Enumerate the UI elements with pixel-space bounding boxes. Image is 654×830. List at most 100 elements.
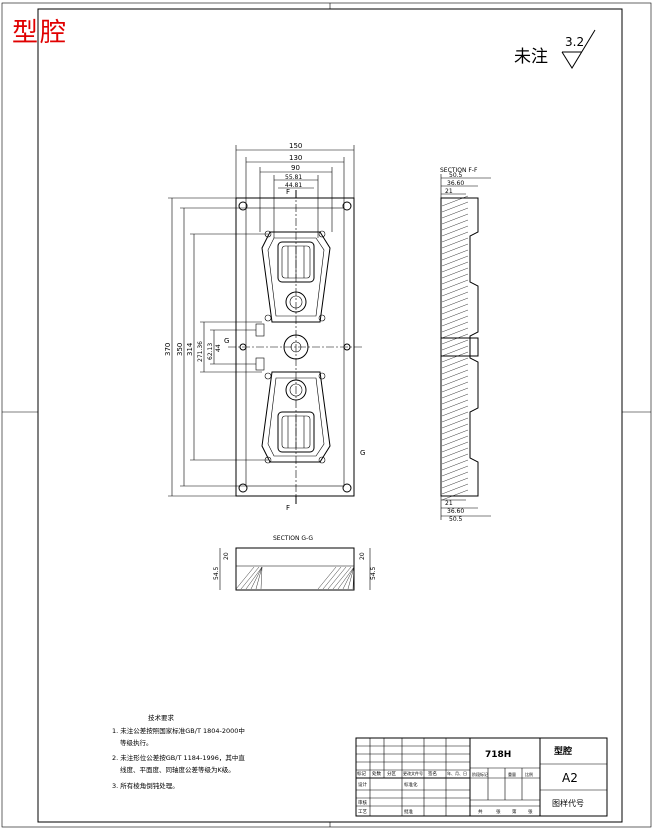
hatch-line bbox=[441, 423, 469, 435]
hatch-line bbox=[250, 566, 263, 590]
hatch-line bbox=[441, 459, 469, 471]
hatch-line bbox=[441, 393, 469, 405]
gg-dim-right: 54.5 bbox=[370, 566, 377, 580]
hatch-line bbox=[441, 363, 469, 375]
tb-sheet-label: 共 bbox=[478, 808, 483, 815]
tb-row-label: 标记 bbox=[357, 770, 366, 777]
roughness-text: 未注 bbox=[514, 47, 548, 67]
section-ff: SECTION F-F 50.5 36.60 21 21 36.60 50.5 bbox=[440, 167, 491, 523]
tb-stage-label: 比例 bbox=[525, 771, 533, 777]
hatch-line bbox=[441, 483, 469, 495]
dim-150: 150 bbox=[289, 142, 302, 150]
hatch-line bbox=[255, 566, 263, 590]
hatch-line bbox=[441, 309, 469, 321]
technical-notes: 技术要求 1. 未注公差按照国家标准GB/T 1804-2000中 等级执行。 … bbox=[112, 713, 245, 790]
tb-row-label: 签名 bbox=[428, 770, 437, 777]
gg-dim-l20: 20 bbox=[223, 552, 230, 560]
page-title: 型腔 bbox=[12, 18, 69, 48]
hatch-line bbox=[441, 369, 469, 381]
hatch-line bbox=[441, 321, 469, 333]
hatch-line bbox=[441, 417, 469, 429]
hatch-line bbox=[441, 405, 469, 417]
tb-stage-label: 重量 bbox=[508, 771, 516, 777]
cut-mark-f-bottom: F bbox=[286, 504, 290, 512]
hatch-line bbox=[441, 477, 469, 489]
dim-130: 130 bbox=[289, 154, 302, 162]
hatch-line bbox=[441, 225, 469, 237]
inner-frame bbox=[37, 8, 623, 823]
hatch-line bbox=[342, 566, 355, 590]
hatch-line bbox=[441, 453, 469, 465]
roughness-symbol: 未注 3.2 bbox=[514, 29, 596, 69]
ff-dim-top1: 50.5 bbox=[449, 172, 463, 179]
hatch-line bbox=[441, 435, 469, 447]
tb-row-label: 年、月、日 bbox=[447, 770, 467, 776]
hatch-line bbox=[441, 249, 469, 261]
dim-62: 62.13 bbox=[207, 343, 214, 360]
dim-350: 350 bbox=[176, 343, 184, 356]
ff-dim-bot2: 36.60 bbox=[447, 508, 464, 515]
hatch-line bbox=[441, 381, 469, 393]
section-ff-title: SECTION F-F bbox=[440, 167, 478, 174]
dim-271: 271.36 bbox=[197, 341, 204, 362]
hatch-line bbox=[441, 333, 469, 345]
hatch-line bbox=[441, 465, 469, 477]
tb-sub-label: 设计 bbox=[358, 781, 367, 788]
section-gg-title: SECTION G-G bbox=[273, 535, 313, 542]
tb-drawing-code: 图样代号 bbox=[552, 798, 584, 808]
hatch-line bbox=[441, 441, 469, 453]
ff-dim-top2: 36.60 bbox=[447, 180, 464, 187]
tb-material: 718H bbox=[485, 750, 511, 760]
note-line: 3. 所有棱角倒钝处理。 bbox=[112, 781, 179, 790]
tb-sheet-label: 第 bbox=[512, 808, 517, 815]
tb-sheet-label: 张 bbox=[496, 808, 501, 815]
dim-370: 370 bbox=[164, 343, 172, 356]
hatch-line bbox=[441, 285, 469, 297]
hatch-line bbox=[441, 237, 469, 249]
hatch-line bbox=[441, 219, 469, 231]
dim-44: 44.81 bbox=[285, 182, 302, 189]
hatch-line bbox=[441, 375, 469, 387]
hatch-line bbox=[441, 297, 469, 309]
hatch-line bbox=[441, 231, 469, 243]
ff-dim-bot3: 50.5 bbox=[449, 516, 463, 523]
tb-row-label: 分区 bbox=[387, 770, 396, 777]
tb-stage-label: 阶段标记 bbox=[472, 771, 488, 777]
tb-sub-label: 工艺 bbox=[358, 809, 367, 815]
hatch-line bbox=[441, 387, 469, 399]
dim-90: 90 bbox=[291, 164, 300, 172]
hatch-line bbox=[441, 339, 469, 351]
hatch-line bbox=[235, 566, 255, 590]
hatch-line bbox=[240, 566, 260, 590]
hatch-line bbox=[441, 279, 469, 291]
hatch-line bbox=[441, 291, 469, 303]
gg-dim-left: 54.5 bbox=[213, 566, 220, 580]
tb-row-label: 更改文件号 bbox=[403, 770, 423, 776]
dim-55: 55.81 bbox=[285, 174, 302, 181]
dim-314: 314 bbox=[186, 342, 194, 356]
hatch-line bbox=[260, 566, 263, 590]
hatch-line bbox=[441, 261, 469, 273]
hatch-line bbox=[441, 195, 469, 207]
tb-sub-label: 批准 bbox=[404, 808, 413, 815]
note-line: 等级执行。 bbox=[120, 738, 153, 747]
hatch-line bbox=[441, 207, 469, 219]
roughness-value: 3.2 bbox=[565, 35, 584, 49]
section-ff-hatch bbox=[441, 195, 469, 501]
front-view: 150 130 90 55.81 44.81 370 350 314 271.3… bbox=[164, 142, 365, 512]
tb-part-name: 型腔 bbox=[554, 745, 572, 757]
hatch-line bbox=[332, 566, 352, 590]
section-gg-hatch bbox=[235, 566, 355, 590]
note-line: 2. 未注形位公差按GB/T 1184-1996，其中直 bbox=[112, 753, 245, 762]
hatch-line bbox=[441, 303, 469, 315]
hatch-line bbox=[441, 243, 469, 255]
note-line: 1. 未注公差按照国家标准GB/T 1804-2000中 bbox=[112, 726, 245, 735]
hatch-line bbox=[327, 566, 347, 590]
hatch-line bbox=[245, 566, 263, 590]
hatch-line bbox=[317, 566, 337, 590]
hatch-line bbox=[441, 411, 469, 423]
cut-mark-f-top: F bbox=[286, 188, 290, 196]
hatch-line bbox=[441, 345, 469, 357]
